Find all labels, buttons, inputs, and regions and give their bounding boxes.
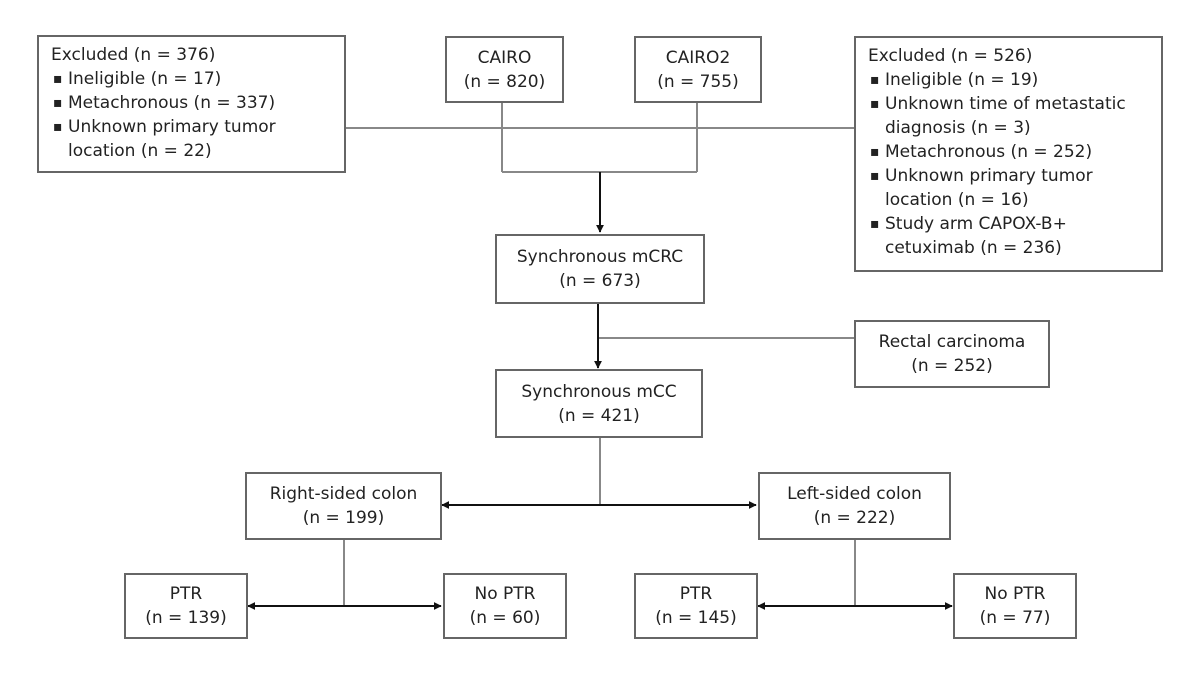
cairo-count: (n = 820) [463,71,546,92]
excluded-right-box: Excluded (n = 526) Ineligible (n = 19) U… [854,36,1163,272]
right-no-ptr-count: (n = 60) [469,608,541,628]
excluded-right-item: Unknown primary tumor location (n = 16) [868,164,1151,212]
rectal-carcinoma-name: Rectal carcinoma [878,332,1026,352]
cairo2-name: CAIRO2 [665,47,731,68]
right-ptr-name: PTR [169,584,203,604]
left-ptr-name: PTR [679,584,713,604]
left-colon-name: Left-sided colon [787,484,922,504]
right-ptr-count: (n = 139) [145,608,227,628]
excluded-right-list: Ineligible (n = 19) Unknown time of meta… [868,68,1151,260]
synchronous-mcc-box: Synchronous mCC (n = 421) [495,369,703,438]
synchronous-mcrc-name: Synchronous mCRC [516,247,684,267]
right-colon-count: (n = 199) [302,508,385,528]
rectal-carcinoma-count: (n = 252) [911,356,993,376]
left-colon-count: (n = 222) [813,508,896,528]
right-ptr-box: PTR (n = 139) [124,573,248,639]
left-ptr-count: (n = 145) [655,608,737,628]
right-no-ptr-box: No PTR (n = 60) [443,573,567,639]
left-no-ptr-count: (n = 77) [979,608,1051,628]
excluded-left-item: Metachronous (n = 337) [51,91,334,115]
cairo-name: CAIRO [477,47,532,68]
cairo2-count: (n = 755) [657,71,739,92]
left-colon-box: Left-sided colon (n = 222) [758,472,951,540]
excluded-left-item: Ineligible (n = 17) [51,67,334,91]
excluded-right-item: Ineligible (n = 19) [868,68,1151,92]
synchronous-mcc-count: (n = 421) [558,405,640,426]
excluded-left-title: Excluded (n = 376) [51,45,216,65]
synchronous-mcrc-count: (n = 673) [559,271,641,291]
excluded-left-item: Unknown primary tumor location (n = 22) [51,115,334,163]
left-no-ptr-name: No PTR [984,584,1046,604]
rectal-carcinoma-box: Rectal carcinoma (n = 252) [854,320,1050,388]
excluded-right-title: Excluded (n = 526) [868,46,1033,66]
right-no-ptr-name: No PTR [474,584,536,604]
excluded-right-item: Study arm CAPOX-B+ cetuximab (n = 236) [868,212,1151,260]
excluded-left-list: Ineligible (n = 17) Metachronous (n = 33… [51,67,334,163]
cairo-box: CAIRO (n = 820) [445,36,564,103]
left-no-ptr-box: No PTR (n = 77) [953,573,1077,639]
right-colon-name: Right-sided colon [269,484,418,504]
excluded-right-item: Unknown time of metastatic diagnosis (n … [868,92,1151,140]
excluded-right-item: Metachronous (n = 252) [868,140,1151,164]
synchronous-mcrc-box: Synchronous mCRC (n = 673) [495,234,705,304]
cairo2-box: CAIRO2 (n = 755) [634,36,762,103]
right-colon-box: Right-sided colon (n = 199) [245,472,442,540]
left-ptr-box: PTR (n = 145) [634,573,758,639]
excluded-left-box: Excluded (n = 376) Ineligible (n = 17) M… [37,35,346,173]
synchronous-mcc-name: Synchronous mCC [521,381,677,402]
